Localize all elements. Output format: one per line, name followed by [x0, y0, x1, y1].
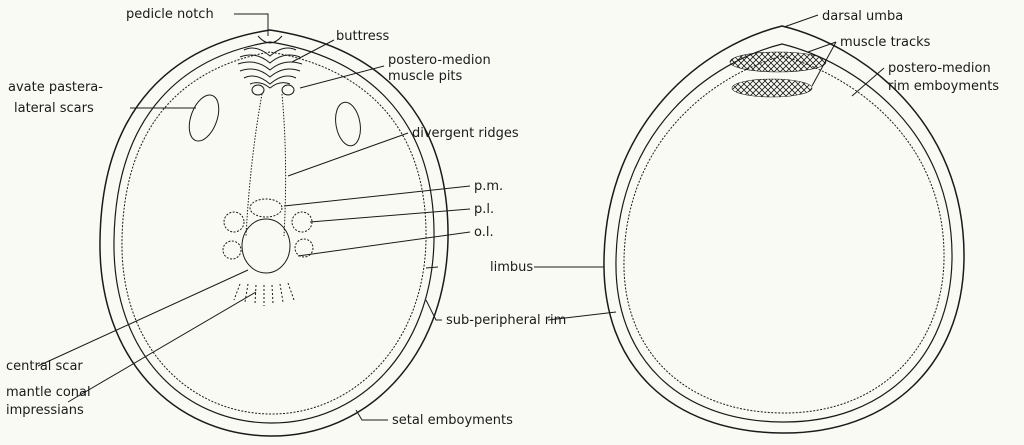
label-rim-embayments-2: rim emboyments [888, 79, 999, 94]
left-labels: pedicle notch buttress postero-medion mu… [6, 7, 566, 428]
right-labels: darsal umba muscle tracks postero-medion… [822, 9, 999, 94]
right-valve: darsal umba muscle tracks postero-medion… [534, 9, 999, 433]
label-mantle-canal-1: mantle conal [6, 385, 91, 400]
postero-lateral-scar-right [332, 100, 363, 147]
divergent-ridge-left [246, 94, 262, 236]
label-limbus: limbus [490, 260, 533, 275]
ol-scar-left [223, 241, 241, 259]
label-postero-median-pits-1: postero-medion [388, 53, 491, 68]
label-dorsal-umbo: darsal umba [822, 9, 903, 24]
muscle-pit-right [282, 85, 294, 95]
label-setal-embayments: setal emboyments [392, 413, 513, 428]
label-pl: p.l. [474, 202, 494, 217]
label-postero-median-pits-2: muscle pits [388, 69, 463, 84]
label-divergent-ridges: divergent ridges [412, 126, 519, 141]
mantle-canal-impressions [234, 283, 294, 306]
muscle-pit-left [252, 85, 264, 95]
right-sub-peripheral-rim [624, 56, 944, 413]
muscle-track-upper [730, 52, 826, 72]
right-leader-lines [534, 15, 884, 320]
muscle-track-lower [732, 79, 812, 97]
postero-lateral-scar-left [184, 91, 225, 145]
left-valve-outer-outline [100, 30, 448, 436]
pl-scar-right [292, 212, 312, 232]
central-scar [242, 219, 290, 273]
label-muscle-tracks: muscle tracks [840, 35, 931, 50]
label-ovate-scars-2: lateral scars [14, 101, 94, 116]
label-rim-embayments-1: postero-medion [888, 61, 991, 76]
pm-scar [250, 199, 282, 217]
label-pedicle-notch: pedicle notch [126, 7, 214, 22]
divergent-ridge-right [282, 94, 286, 236]
label-sub-peripheral-rim: sub-peripheral rim [446, 313, 566, 328]
label-central-scar: central scar [6, 359, 83, 374]
label-mantle-canal-2: impressians [6, 403, 84, 418]
left-valve: pedicle notch buttress postero-medion mu… [6, 7, 566, 436]
label-ovate-scars-1: avate pastera- [8, 80, 103, 95]
pl-scar-left [224, 212, 244, 232]
left-sub-peripheral-rim [122, 52, 426, 414]
left-valve-inner-outline [114, 42, 434, 423]
buttress [238, 48, 302, 88]
label-ol: o.l. [474, 225, 494, 240]
label-pm: p.m. [474, 179, 503, 194]
right-valve-inner-outline [616, 44, 952, 422]
label-buttress: buttress [336, 29, 390, 44]
